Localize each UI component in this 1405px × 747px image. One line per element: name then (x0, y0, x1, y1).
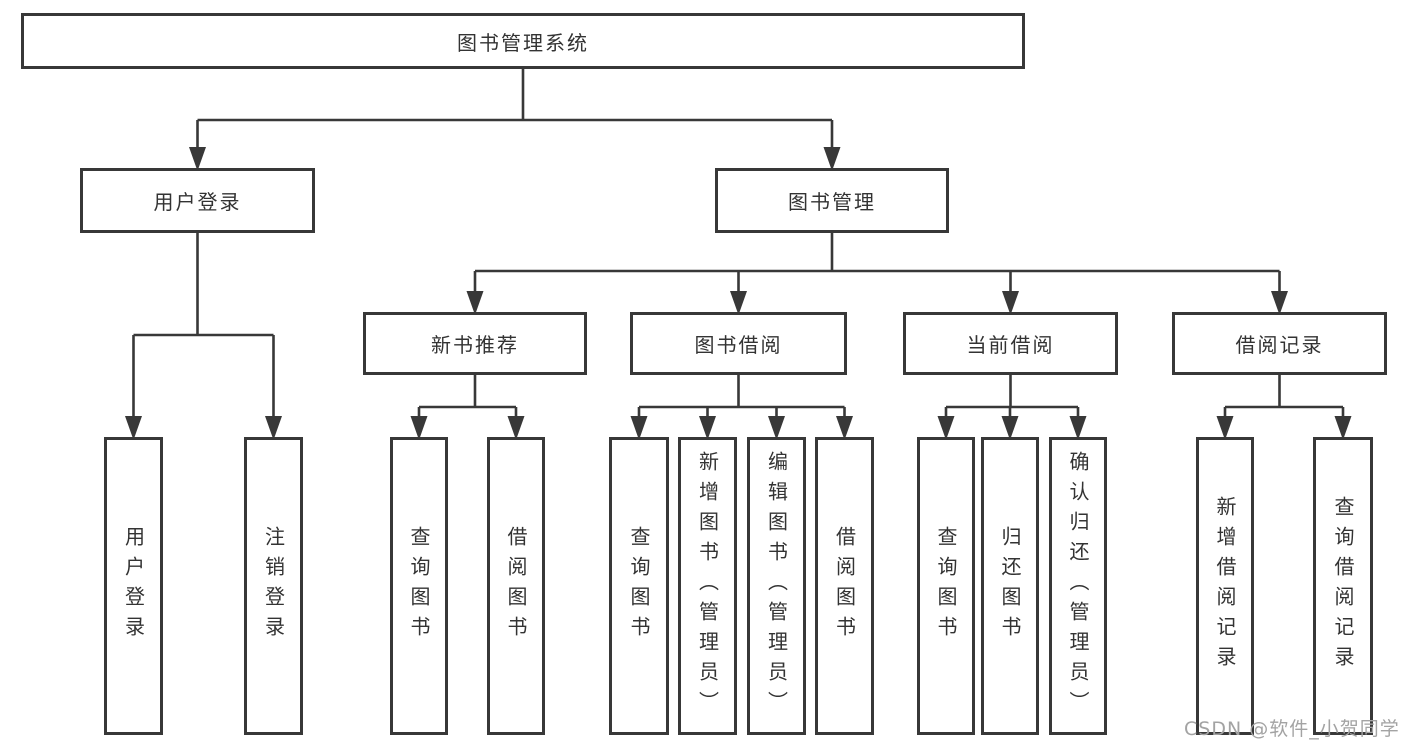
arrow-down-icon (125, 416, 142, 440)
leaf-current-query: 查询图书 (917, 437, 975, 735)
arrow-down-icon (466, 291, 484, 315)
arrow-down-icon (630, 416, 648, 440)
leaf-current-confirm: 确认归还（管理员） (1049, 437, 1107, 735)
node-borrow-record: 借阅记录 (1172, 312, 1387, 375)
arrow-down-icon (823, 147, 841, 171)
leaf-borrow-add: 新增图书（管理员） (678, 437, 737, 735)
connector-user-login-to-leaves (132, 233, 275, 430)
node-user-login: 用户登录 (80, 168, 315, 233)
arrow-down-icon (410, 416, 428, 440)
arrow-down-icon (699, 416, 716, 440)
connector-book-mgmt-to-level3 (473, 233, 1281, 304)
arrow-down-icon (265, 416, 282, 440)
leaf-user-login: 用户登录 (104, 437, 163, 735)
connector-borrow-record-to-leaves (1223, 375, 1345, 430)
arrow-down-icon (189, 147, 206, 171)
csdn-watermark: CSDN @软件_小贺同学 (1184, 718, 1400, 740)
leaf-borrow-query: 查询图书 (609, 437, 669, 735)
connector-book-borrow-to-leaves (637, 375, 846, 430)
connector-new-book-to-leaves (417, 375, 518, 430)
leaf-record-add: 新增借阅记录 (1196, 437, 1254, 735)
leaf-newbook-query: 查询图书 (390, 437, 448, 735)
node-new-book-rec: 新书推荐 (363, 312, 587, 375)
leaf-borrow-borrow: 借阅图书 (815, 437, 874, 735)
leaf-logout: 注销登录 (244, 437, 303, 735)
arrow-down-icon (836, 416, 853, 440)
node-book-mgmt: 图书管理 (715, 168, 949, 233)
arrow-down-icon (768, 416, 785, 440)
node-book-borrow: 图书借阅 (630, 312, 847, 375)
arrow-down-icon (937, 416, 955, 440)
arrow-down-icon (1001, 416, 1019, 440)
arrow-down-icon (1002, 291, 1019, 315)
arrow-down-icon (1216, 416, 1234, 440)
arrow-down-icon (1271, 291, 1288, 315)
leaf-record-query: 查询借阅记录 (1313, 437, 1373, 735)
arrow-down-icon (507, 416, 525, 440)
leaf-current-return: 归还图书 (981, 437, 1039, 735)
leaf-borrow-edit: 编辑图书（管理员） (747, 437, 806, 735)
arrow-down-icon (730, 291, 747, 315)
arrow-down-icon (1334, 416, 1352, 440)
arrow-down-icon (1069, 416, 1087, 440)
node-root: 图书管理系统 (21, 13, 1025, 69)
leaf-newbook-borrow: 借阅图书 (487, 437, 545, 735)
connector-root-to-level2 (196, 69, 834, 160)
node-current-borrow: 当前借阅 (903, 312, 1118, 375)
